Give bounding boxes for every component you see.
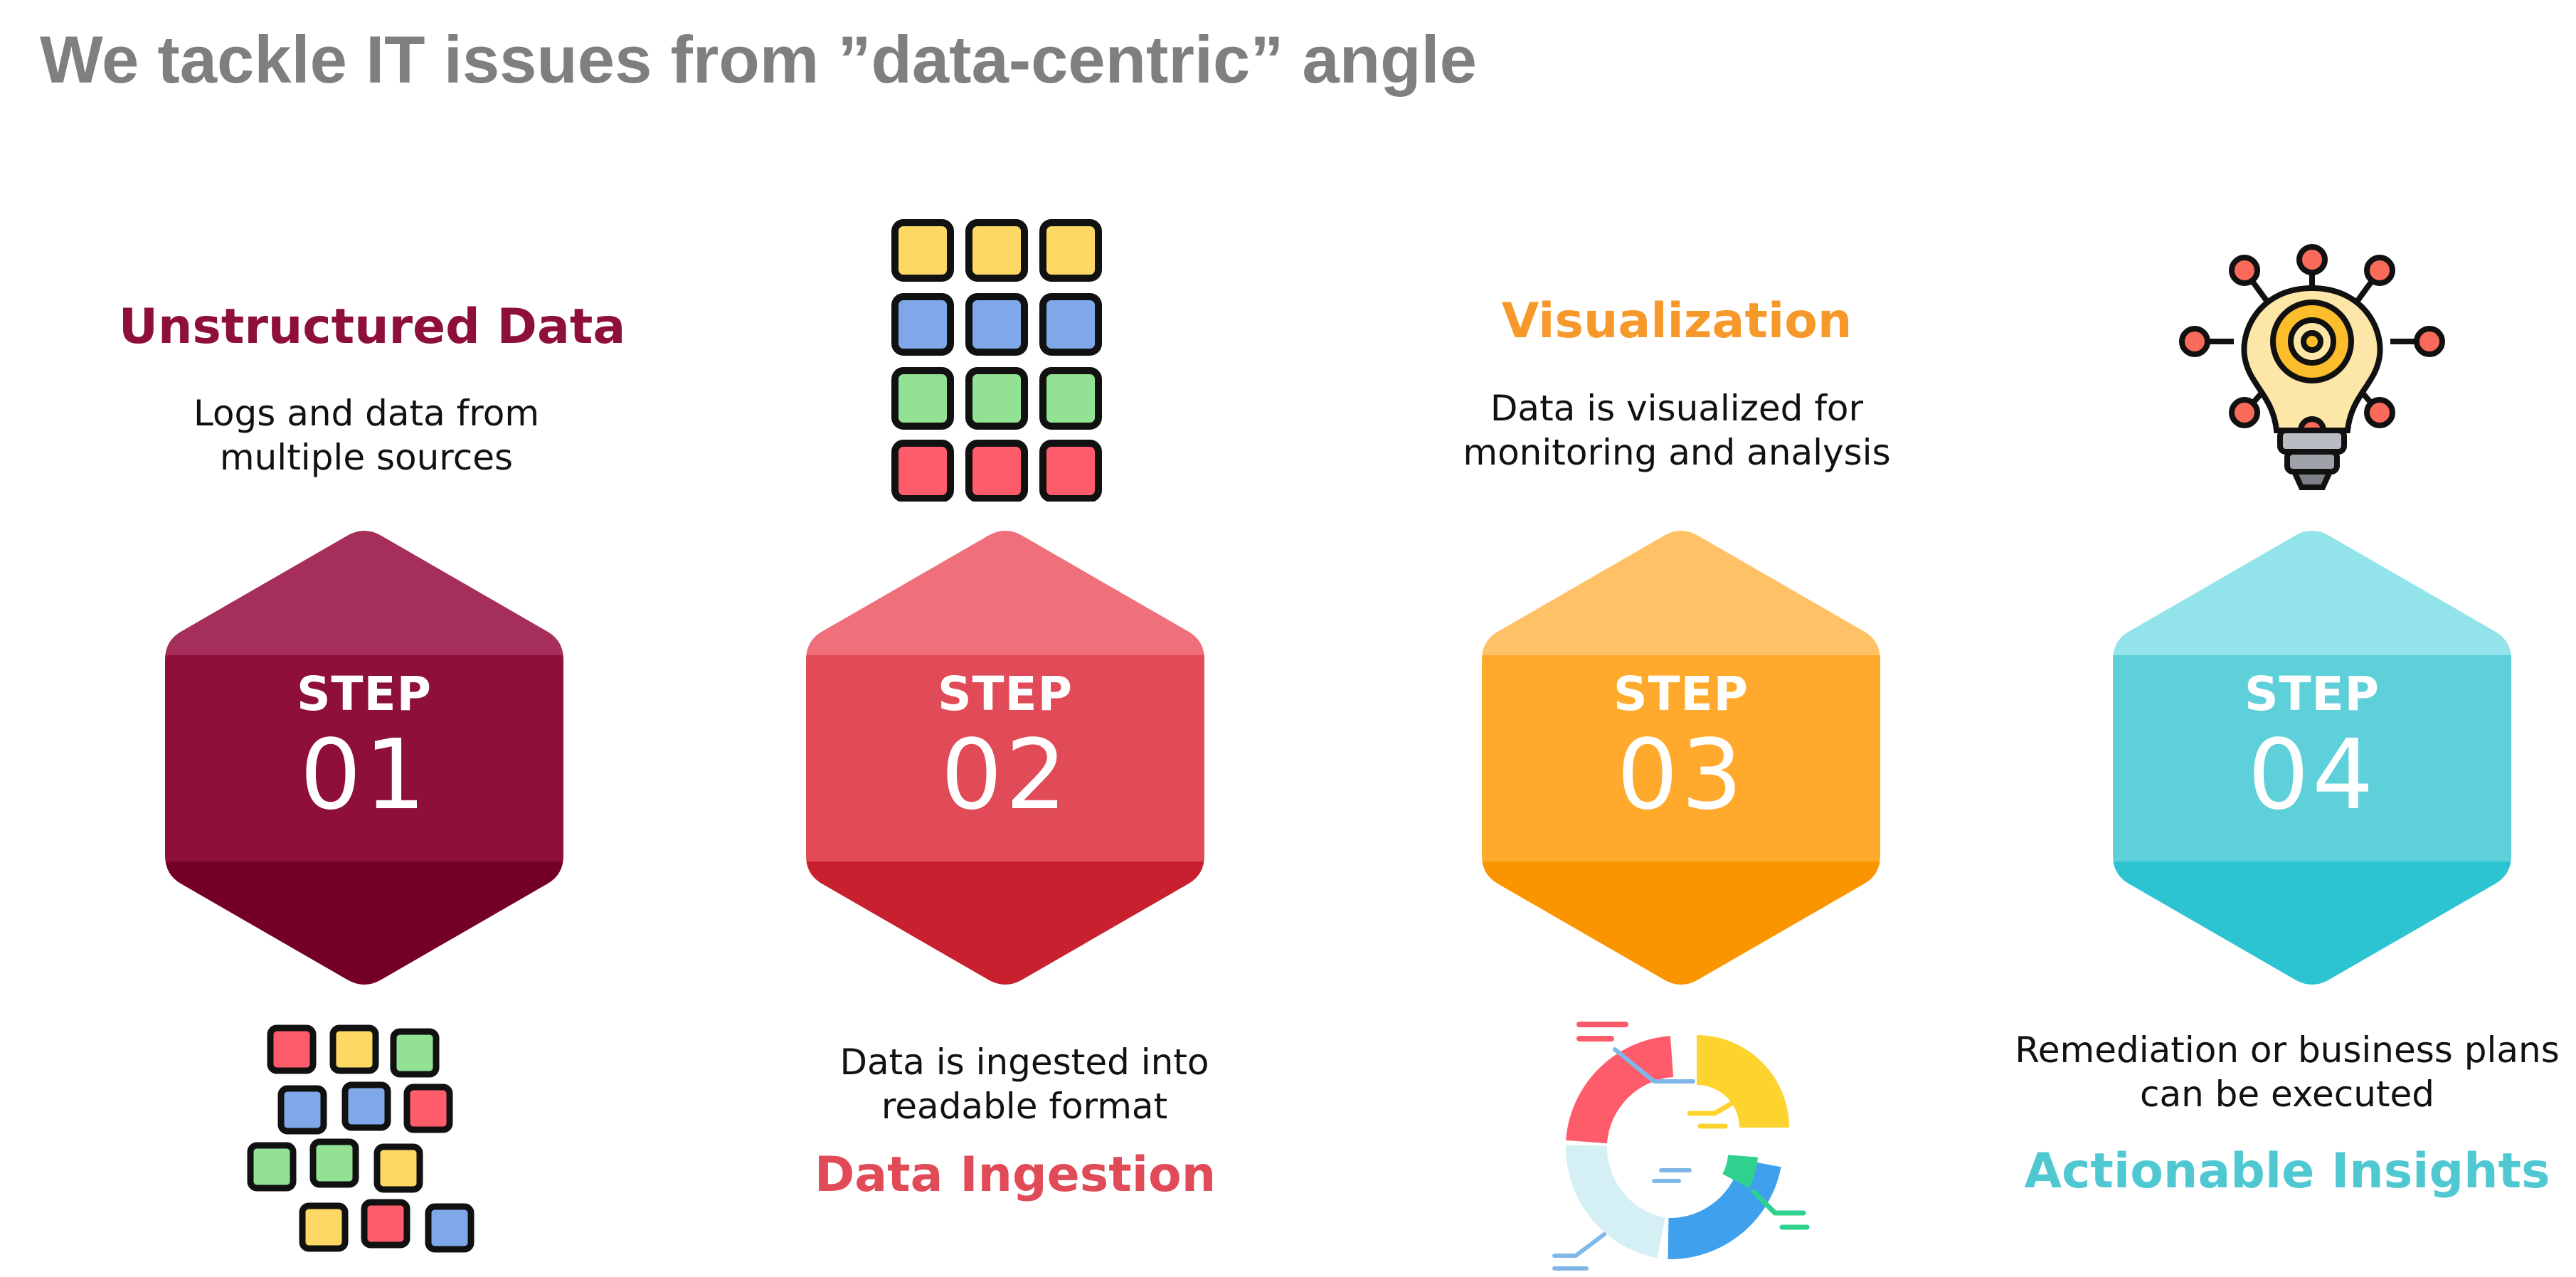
step-4-label: STEP [2244,667,2380,721]
step-2-description-line-2: readable format [881,1086,1168,1127]
step-3-number: 03 [1616,719,1746,832]
step-3-description: Data is visualized for monitoring and an… [1463,386,1890,475]
step-1-title: Unstructured Data [118,299,626,355]
step-1-description-line-1: Logs and data from [193,393,540,434]
lightbulb-gear-icon [2179,244,2445,490]
step-4-number: 04 [2247,719,2377,832]
step-3-hexagon: STEP 03 [1482,530,1880,985]
step-4-description-line-1: Remediation or business plans [2015,1029,2560,1071]
structured-data-grid-icon [891,219,1102,502]
step-3-title: Visualization [1501,293,1853,349]
step-3-description-line-2: monitoring and analysis [1463,432,1891,473]
step-2-number: 02 [940,719,1070,832]
step-4-description: Remediation or business plans can be exe… [2015,1028,2560,1116]
step-2-title: Data Ingestion [814,1147,1217,1203]
step-2-label: STEP [937,667,1073,721]
step-4-description-line-2: can be executed [2139,1074,2435,1115]
step-1-hexagon: STEP 01 [165,530,563,985]
scattered-data-blocks-icon [247,1024,475,1253]
step-2-description: Data is ingested into readable format [839,1040,1209,1128]
step-4-hexagon: STEP 04 [2113,530,2511,985]
step-4-hexagon-shape [2113,531,2511,985]
step-2-description-line-1: Data is ingested into [839,1042,1209,1083]
step-1-hexagon-shape [165,531,563,985]
donut-chart-icon [1552,1022,1810,1271]
step-3-hexagon-shape [1482,531,1880,985]
step-3-label: STEP [1613,667,1749,721]
step-1-description: Logs and data from multiple sources [194,391,539,479]
step-2-hexagon-shape [806,531,1204,985]
step-1-number: 01 [300,719,429,832]
step-4-title: Actionable Insights [2024,1143,2550,1199]
slide-title: We tackle IT issues from ”data-centric” … [40,22,1477,97]
step-1-label: STEP [296,667,432,721]
step-1-description-line-2: multiple sources [219,437,514,478]
step-3-description-line-1: Data is visualized for [1490,388,1864,429]
step-2-hexagon: STEP 02 [806,530,1204,985]
